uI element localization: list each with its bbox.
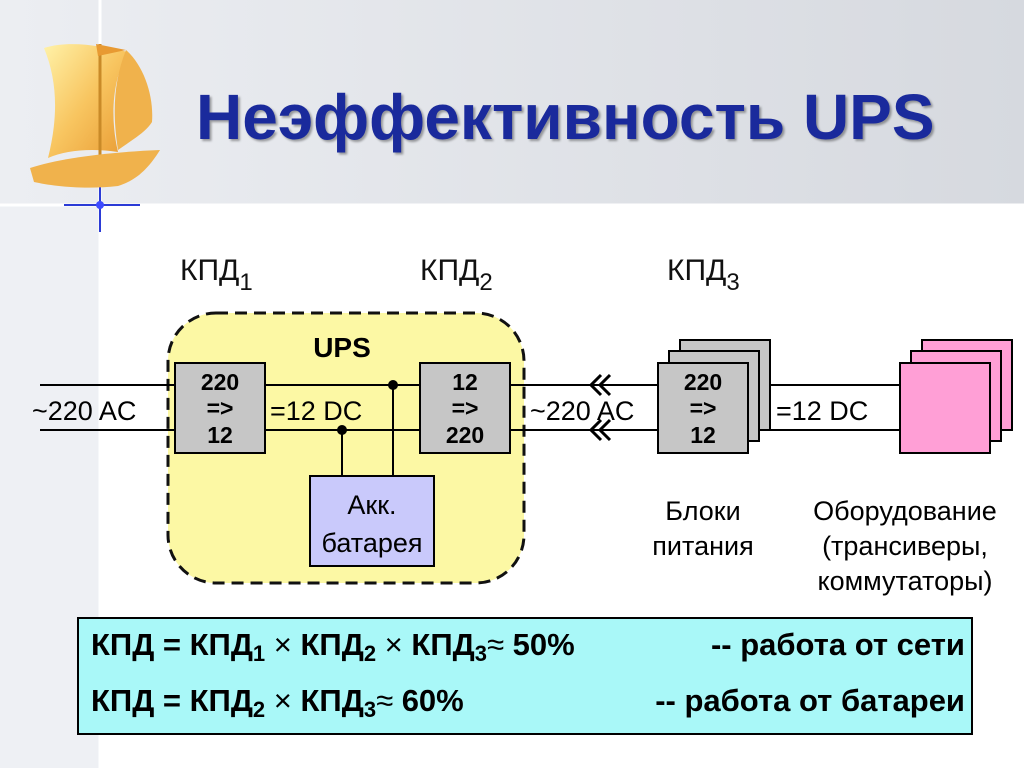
kpd3-label: КПД3	[667, 254, 740, 296]
inverter-box: 12 => 220	[419, 362, 511, 454]
formula-note-grid: -- работа от сети	[710, 627, 965, 662]
junction-dot	[388, 380, 398, 390]
svg-text:питания: питания	[652, 531, 753, 561]
svg-text:220: 220	[446, 422, 484, 448]
svg-text:(трансиверы,: (трансиверы,	[822, 531, 988, 561]
svg-text:=>: =>	[452, 395, 479, 421]
svg-text:коммутаторы): коммутаторы)	[817, 566, 992, 596]
formula-note-battery: -- работа от батареи	[655, 683, 965, 718]
svg-text:12: 12	[207, 422, 233, 448]
ups-label: UPS	[313, 332, 371, 363]
slide-title: Неэффективность UPS	[196, 81, 935, 153]
equipment-stack	[899, 339, 1013, 454]
double-chevron-icon	[588, 418, 612, 442]
multiply-icon: ×	[265, 627, 301, 662]
efficiency-formula-box: КПД = КПД1 × КПД2 × КПД3≈ 50% -- работа …	[77, 617, 973, 735]
ship-logo-icon	[30, 44, 160, 188]
svg-text:12: 12	[690, 422, 716, 448]
kpd1-label: КПД1	[180, 254, 253, 296]
rectifier-box: 220 => 12	[174, 362, 266, 454]
battery-box: Акк. батарея	[309, 475, 435, 567]
formula-line-battery: КПД = КПД2 × КПД3≈ 60%	[91, 683, 464, 722]
dc-mid-label: =12 DC	[270, 396, 362, 426]
svg-text:220: 220	[684, 369, 722, 395]
svg-text:Акк.: Акк.	[347, 490, 396, 520]
power-supply-stack: 220 => 12	[657, 339, 771, 454]
multiply-icon: ×	[265, 683, 301, 718]
svg-text:батарея: батарея	[322, 528, 423, 558]
svg-text:Блоки: Блоки	[665, 496, 740, 526]
svg-text:Оборудование: Оборудование	[813, 496, 997, 526]
multiply-icon: ×	[376, 627, 412, 662]
svg-text:12: 12	[452, 369, 478, 395]
junction-dot	[337, 425, 347, 435]
psu-caption: Блоки питания	[652, 496, 753, 561]
kpd2-label: КПД2	[420, 254, 493, 296]
ac-mid-label: ~220 AC	[530, 396, 634, 426]
sparkle-icon	[64, 180, 140, 232]
equipment-caption: Оборудование (трансиверы, коммутаторы)	[813, 496, 997, 596]
svg-text:=>: =>	[207, 395, 234, 421]
approx-icon: ≈	[376, 683, 394, 718]
double-chevron-icon	[588, 373, 612, 397]
svg-text:220: 220	[201, 369, 239, 395]
svg-text:=>: =>	[690, 395, 717, 421]
approx-icon: ≈	[486, 627, 504, 662]
formula-line-grid: КПД = КПД1 × КПД2 × КПД3≈ 50%	[91, 627, 575, 666]
dc-output-label: =12 DC	[776, 396, 868, 426]
ac-input-label: ~220 AC	[32, 396, 136, 426]
